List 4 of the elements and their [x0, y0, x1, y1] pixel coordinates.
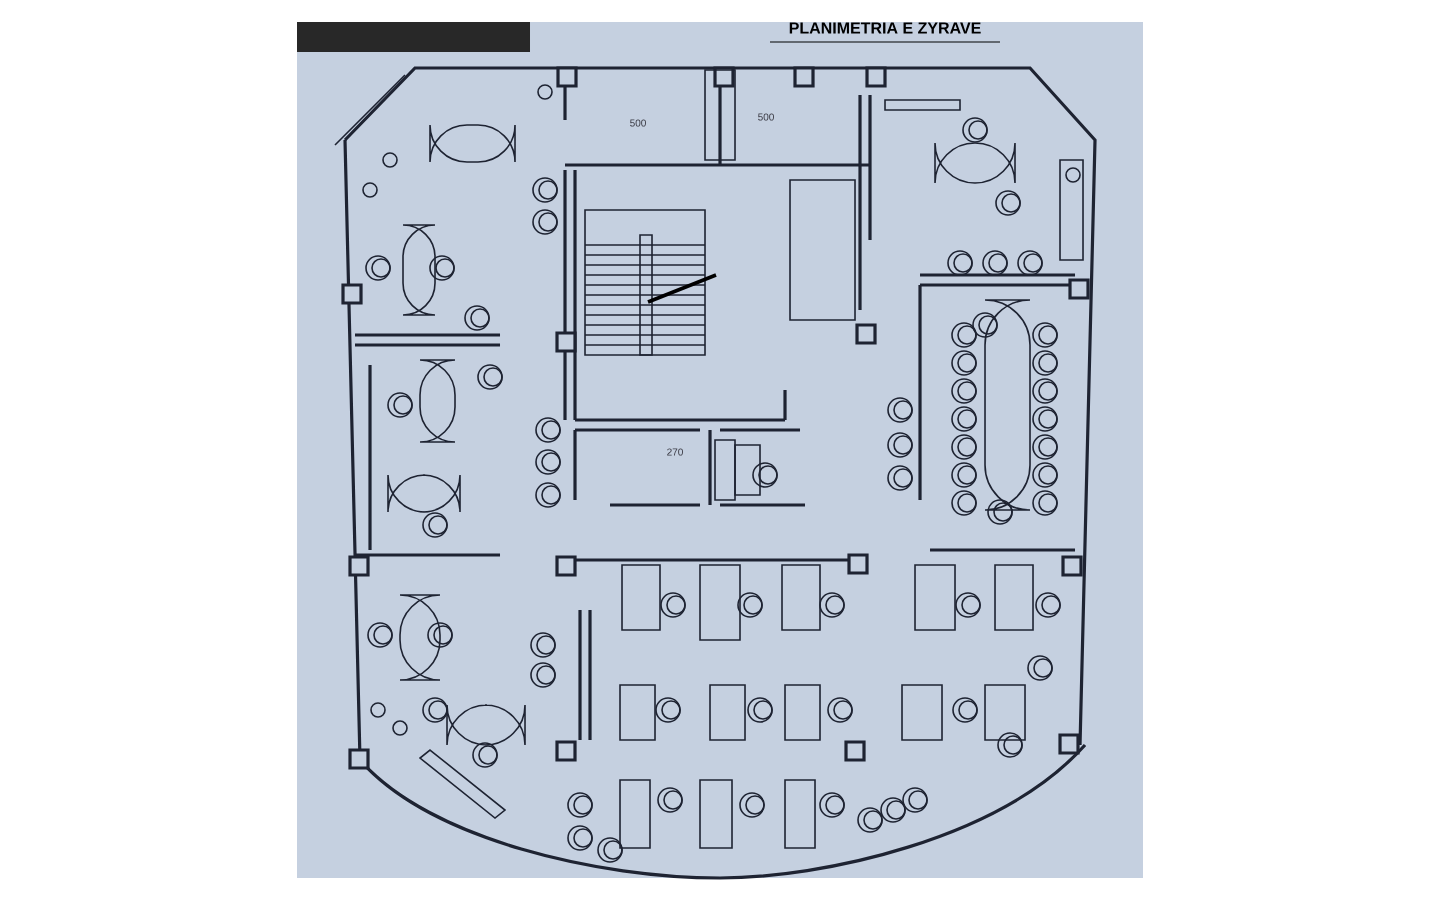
title: PLANIMETRIA E ZYRAVE — [789, 22, 981, 34]
dimension-label: 270 — [667, 448, 683, 456]
dimension-label: 500 — [758, 113, 774, 121]
dimension-label: 500 — [630, 119, 646, 127]
